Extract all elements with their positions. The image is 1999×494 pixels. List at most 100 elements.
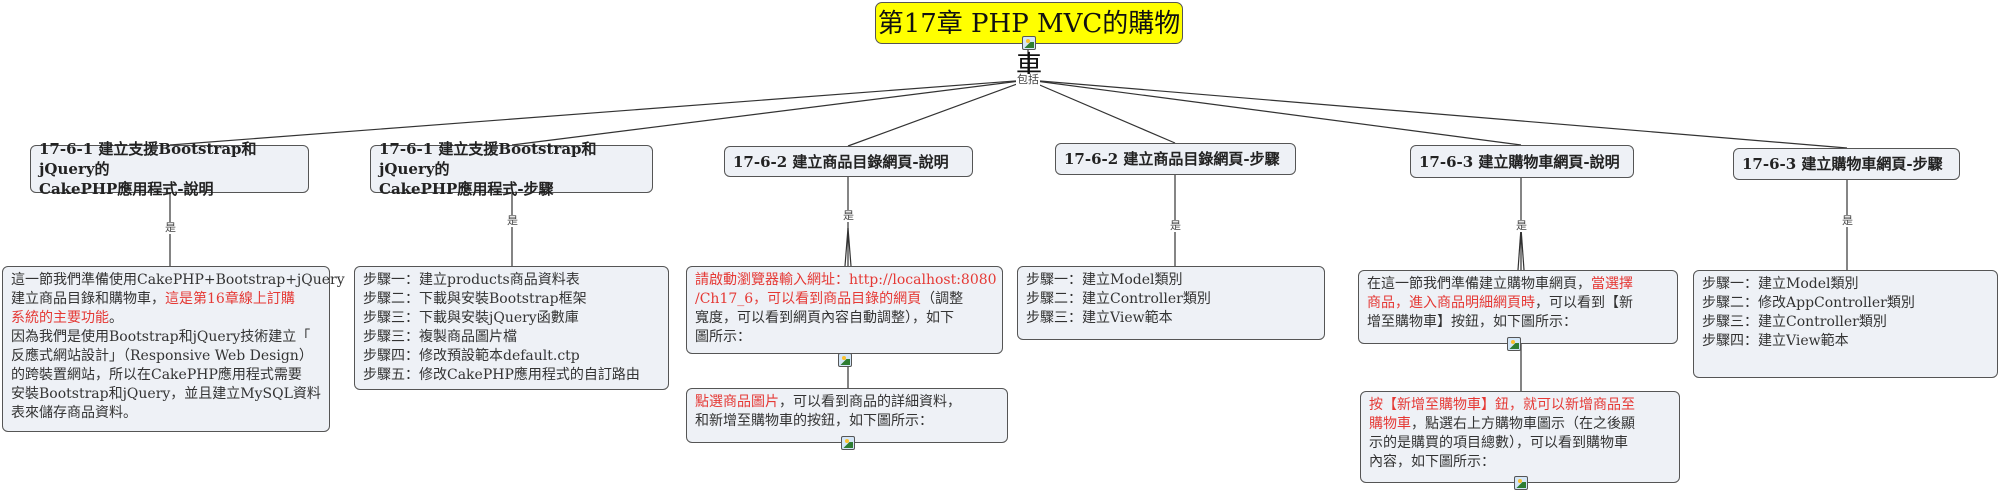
is-label: 是	[842, 209, 855, 222]
note-text: ，點選右上方購物車圖示（在之後顯	[1411, 416, 1635, 432]
note-line: 按【新增至購物車】鈕，就可以新增商品至	[1369, 396, 1671, 415]
is-label: 是	[506, 214, 519, 227]
note-text: 步驟三：下載與安裝jQuery函數庫	[363, 310, 579, 326]
note-text: 步驟二：修改AppController類別	[1702, 295, 1915, 311]
note-17-6-3-add-to-cart[interactable]: 按【新增至購物車】鈕，就可以新增商品至購物車，點選右上方購物車圖示（在之後顯示的…	[1360, 391, 1680, 483]
topic-line: CakePHP應用程式-說明	[39, 180, 214, 198]
note-line: 增至購物車】按鈕，如下圖所示：	[1367, 313, 1669, 332]
note-text: 步驟一：建立Model類別	[1026, 272, 1183, 288]
is-label: 是	[1515, 219, 1528, 232]
topic-17-6-2-steps[interactable]: 17-6-2 建立商品目錄網頁-步驟	[1055, 143, 1296, 175]
is-label: 是	[1169, 219, 1182, 232]
note-line: 點選商品圖片，可以看到商品的詳細資料，	[695, 393, 999, 412]
includes-label: 包括	[1016, 73, 1040, 86]
topic-line: 17-6-3 建立購物車網頁-步驟	[1742, 155, 1943, 173]
is-label: 是	[1841, 214, 1854, 227]
image-icon[interactable]	[838, 353, 852, 367]
note-text: 安裝Bootstrap和jQuery，並且建立MySQL資料	[11, 386, 321, 402]
note-text: 寬度，可以看到網頁內容自動調整），如下	[695, 310, 954, 326]
note-17-6-1-description[interactable]: 這一節我們準備使用CakePHP+Bootstrap+jQuery 建立商品目錄和…	[2, 266, 345, 432]
note-line: 購物車，點選右上方購物車圖示（在之後顯	[1369, 415, 1671, 434]
highlight-text: 系統的主要功能	[11, 310, 109, 326]
highlight-text: 這是第16章線上訂購	[165, 291, 295, 307]
highlight-text: 購物車	[1369, 416, 1411, 432]
note-text: 步驟一：建立Model類別	[1702, 276, 1859, 292]
topic-17-6-3-description[interactable]: 17-6-3 建立購物車網頁-說明	[1410, 145, 1634, 178]
note-17-6-3-intro[interactable]: 在這一節我們準備建立購物車網頁，當選擇商品，進入商品明細網頁時，可以看到【新增至…	[1358, 270, 1678, 344]
note-line: 示的是購買的項目總數），可以看到購物車	[1369, 434, 1671, 453]
note-line: 步驟三：建立View範本	[1026, 309, 1316, 328]
highlight-text: 點選商品圖片	[695, 394, 779, 410]
note-text: ，可以看到商品的詳細資料，	[779, 394, 961, 410]
topic-line: 17-6-1 建立支援Bootstrap和jQuery的	[379, 140, 597, 178]
note-text: 步驟三：建立View範本	[1026, 310, 1173, 326]
note-line: 步驟二：建立Controller類別	[1026, 290, 1316, 309]
root-title: 第17章 PHP MVC的購物車	[877, 9, 1181, 81]
note-line: 步驟二：修改AppController類別	[1702, 294, 1989, 313]
topic-line: 17-6-1 建立支援Bootstrap和jQuery的	[39, 140, 257, 178]
note-text: 反應式網站設計」（Responsive Web Design）	[11, 348, 313, 364]
note-line: 圖所示：	[695, 328, 994, 347]
highlight-text: 按【新增至購物車】鈕，就可以新增商品至	[1369, 397, 1635, 413]
note-text: 和新增至購物車的按鈕，如下圖所示：	[695, 413, 933, 429]
note-line: 反應式網站設計」（Responsive Web Design）	[11, 347, 321, 366]
note-line: 請啟動瀏覽器輸入網址：http://localhost:8080	[695, 271, 997, 290]
topic-17-6-3-steps[interactable]: 17-6-3 建立購物車網頁-步驟	[1733, 148, 1960, 180]
note-17-6-2-url[interactable]: 請啟動瀏覽器輸入網址：http://localhost:8080/Ch17_6，…	[686, 266, 1003, 354]
topic-line: 17-6-3 建立購物車網頁-說明	[1419, 152, 1620, 171]
note-line: 表來儲存商品資料。	[11, 404, 321, 423]
note-17-6-3-steps[interactable]: 步驟一：建立Model類別步驟二：修改AppController類別步驟三：建立…	[1693, 270, 1998, 378]
image-icon[interactable]	[1022, 36, 1036, 50]
note-line: /Ch17_6，可以看到商品目錄的網頁（調整	[695, 290, 994, 309]
note-text: 建立商品目錄和購物車，	[11, 291, 165, 307]
note-text: 內容，如下圖所示：	[1369, 454, 1495, 470]
note-line: 步驟四：建立View範本	[1702, 332, 1989, 351]
note-text: 步驟三：建立Controller類別	[1702, 314, 1887, 330]
note-line: 和新增至購物車的按鈕，如下圖所示：	[695, 412, 999, 431]
note-text: 增至購物車】按鈕，如下圖所示：	[1367, 314, 1577, 330]
note-text: 步驟二：下載與安裝Bootstrap框架	[363, 291, 587, 307]
note-text: 步驟一：建立products商品資料表	[363, 272, 580, 288]
topic-17-6-1-description[interactable]: 17-6-1 建立支援Bootstrap和jQuery的 CakePHP應用程式-…	[30, 140, 309, 198]
note-17-6-2-click-image[interactable]: 點選商品圖片，可以看到商品的詳細資料，和新增至購物車的按鈕，如下圖所示：	[686, 388, 1008, 443]
note-text: 。	[109, 310, 123, 326]
note-17-6-2-steps[interactable]: 步驟一：建立Model類別步驟二：建立Controller類別步驟三：建立Vie…	[1017, 266, 1325, 340]
topic-line: 17-6-2 建立商品目錄網頁-說明	[733, 152, 949, 171]
note-text: 圖所示：	[695, 329, 751, 345]
note-line: 步驟五：修改CakePHP應用程式的自訂路由	[363, 366, 660, 385]
topic-line: CakePHP應用程式-步驟	[379, 180, 554, 198]
highlight-text: 請啟動瀏覽器輸入網址：http://localhost:8080	[695, 272, 997, 288]
topic-17-6-2-description[interactable]: 17-6-2 建立商品目錄網頁-說明	[724, 146, 973, 177]
note-line: 寬度，可以看到網頁內容自動調整），如下	[695, 309, 994, 328]
image-icon[interactable]	[1507, 337, 1521, 351]
note-line: 這一節我們準備使用CakePHP+Bootstrap+jQuery	[11, 271, 345, 290]
note-line: 步驟一：建立products商品資料表	[363, 271, 660, 290]
note-line: 步驟三：下載與安裝jQuery函數庫	[363, 309, 660, 328]
note-line: 安裝Bootstrap和jQuery，並且建立MySQL資料	[11, 385, 321, 404]
note-text: 因為我們是使用Bootstrap和jQuery技術建立「	[11, 329, 311, 345]
image-icon[interactable]	[841, 436, 855, 450]
note-text: ，可以看到【新	[1535, 295, 1633, 311]
note-line: 步驟三：複製商品圖片檔	[363, 328, 660, 347]
note-text: 在這一節我們準備建立購物車網頁，	[1367, 276, 1591, 292]
note-text: 示的是購買的項目總數），可以看到購物車	[1369, 435, 1628, 451]
is-label: 是	[164, 221, 177, 234]
note-line: 步驟二：下載與安裝Bootstrap框架	[363, 290, 660, 309]
note-17-6-1-steps[interactable]: 步驟一：建立products商品資料表步驟二：下載與安裝Bootstrap框架步…	[354, 266, 669, 390]
note-line: 商品，進入商品明細網頁時，可以看到【新	[1367, 294, 1669, 313]
note-line: 步驟三：建立Controller類別	[1702, 313, 1989, 332]
note-line: 在這一節我們準備建立購物車網頁，當選擇	[1367, 275, 1669, 294]
note-line: 步驟四：修改預設範本default.ctp	[363, 347, 660, 366]
note-text: （調整	[921, 291, 964, 307]
note-text: 步驟四：建立View範本	[1702, 333, 1849, 349]
image-icon[interactable]	[1514, 476, 1528, 490]
topic-17-6-1-steps[interactable]: 17-6-1 建立支援Bootstrap和jQuery的 CakePHP應用程式-…	[370, 140, 653, 198]
note-line: 建立商品目錄和購物車，這是第16章線上訂購	[11, 290, 321, 309]
topic-line: 17-6-2 建立商品目錄網頁-步驟	[1064, 150, 1280, 168]
note-text: 這一節我們準備使用CakePHP+Bootstrap+jQuery	[11, 272, 345, 288]
highlight-text: /Ch17_6，可以看到商品目錄的網頁	[695, 291, 922, 307]
highlight-text: 商品，進入商品明細網頁時	[1367, 295, 1535, 311]
note-line: 系統的主要功能。	[11, 309, 321, 328]
note-text: 步驟四：修改預設範本default.ctp	[363, 348, 580, 364]
note-text: 表來儲存商品資料。	[11, 405, 137, 421]
